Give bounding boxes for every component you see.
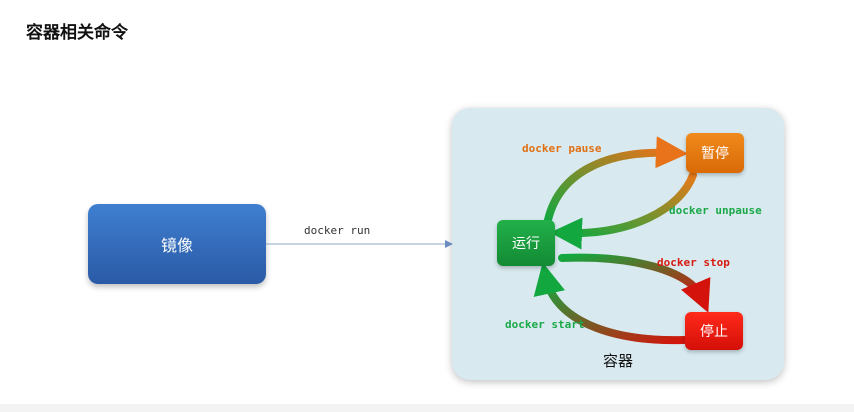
state-running: 运行 xyxy=(497,220,555,266)
container-label: 容器 xyxy=(603,352,634,370)
page-title: 容器相关命令 xyxy=(26,23,128,43)
docker-pause-label: docker pause xyxy=(522,142,602,155)
state-paused: 暂停 xyxy=(686,133,744,173)
state-paused-label: 暂停 xyxy=(701,146,729,162)
pause-arrow xyxy=(544,136,688,224)
docker-stop-label: docker stop xyxy=(657,256,730,269)
image-node-label: 镜像 xyxy=(160,236,193,255)
state-stopped: 停止 xyxy=(685,312,743,350)
image-node: 镜像 xyxy=(88,204,266,284)
unpause-arrow xyxy=(550,171,697,250)
docker-run-label: docker run xyxy=(304,224,371,237)
state-running-label: 运行 xyxy=(512,236,540,252)
bottom-bar xyxy=(0,404,854,412)
start-arrow xyxy=(533,262,688,345)
stop-arrow xyxy=(558,253,711,313)
state-stopped-label: 停止 xyxy=(700,324,728,340)
docker-unpause-label: docker unpause xyxy=(669,204,762,217)
docker-start-label: docker start xyxy=(505,318,585,331)
